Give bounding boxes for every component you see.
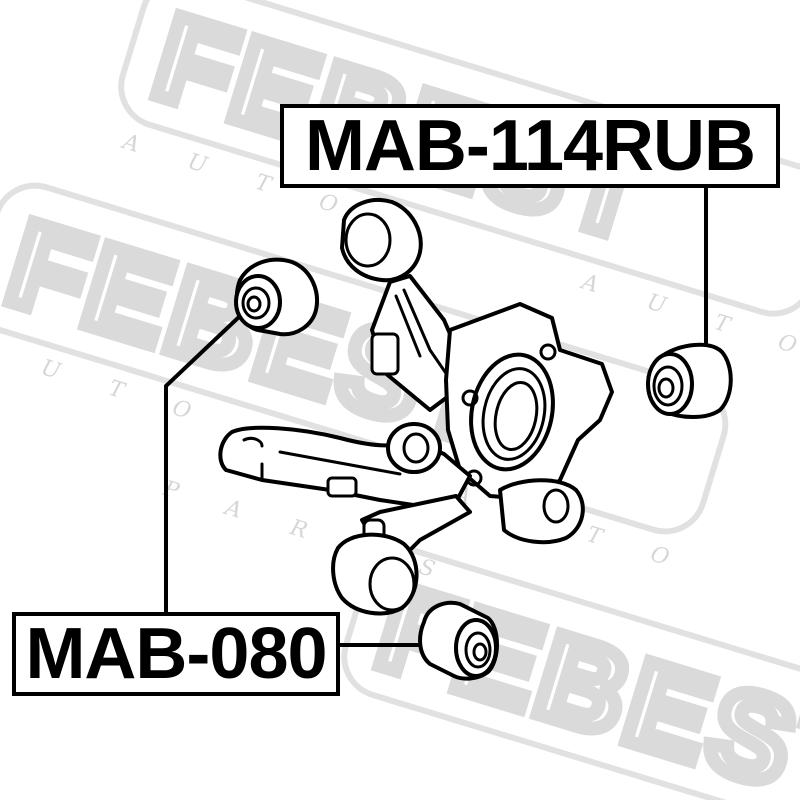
knuckle-assembly [218, 198, 614, 616]
bushing-right [646, 342, 733, 419]
bushing-lower-center [418, 600, 499, 681]
leader-lines [164, 188, 708, 647]
part-number-label-mab-080: MAB-080 [12, 612, 340, 696]
bushing-upper-left [234, 257, 319, 337]
part-number-label-mab-114rub: MAB-114RUB [280, 104, 780, 188]
